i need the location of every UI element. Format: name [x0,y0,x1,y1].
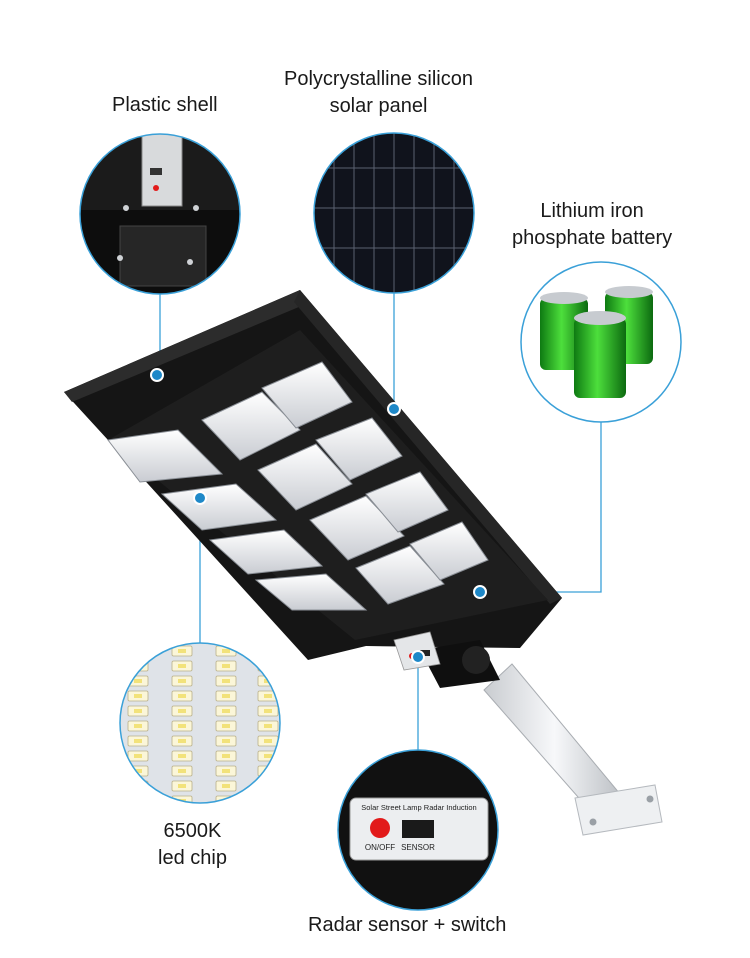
led-chip-phosphor [222,709,230,713]
led-chip-phosphor [264,754,272,758]
led-chip-phosphor [264,709,272,713]
led-chip-phosphor [178,664,186,668]
sensor-label: SENSOR [401,843,435,852]
led-chip-phosphor [264,739,272,743]
led-chip [257,780,279,792]
battery-label: Lithium iron phosphate battery [512,200,673,249]
led-chip-phosphor [222,739,230,743]
led-chip-phosphor [264,694,272,698]
lamp-led-modules [107,361,489,611]
battery-cell-icon [574,311,626,398]
led-chip-phosphor [134,799,142,803]
led-chip-phosphor [178,724,186,728]
on-off-label: ON/OFF [365,843,395,852]
radar-sensor-label: Radar sensor + switch [308,914,507,936]
mounting-pole [483,663,663,836]
radar-sensor-detail: Solar Street Lamp Radar Induction ON/OFF… [337,749,499,911]
led-chip-phosphor [134,694,142,698]
led-chip-phosphor [222,769,230,773]
led-chip-detail [119,642,281,804]
callout-dots [150,368,487,664]
led-chip-phosphor [222,664,230,668]
plastic-shell-detail [79,133,241,295]
led-chip-phosphor [264,799,272,803]
led-chip-phosphor [222,754,230,758]
led-chip-phosphor [178,709,186,713]
sensor-panel-title: Solar Street Lamp Radar Induction [361,803,476,812]
led-chip [127,780,149,792]
led-chip [127,660,149,672]
led-chip-phosphor [178,769,186,773]
plastic-shell-label: Plastic shell [112,94,218,116]
led-chip [257,645,279,657]
led-chip-phosphor [178,649,186,653]
led-chip-phosphor [134,664,142,668]
led-chip [127,645,149,657]
led-chip-phosphor [222,694,230,698]
battery-detail [520,261,682,423]
solar-panel-detail [313,132,475,294]
led-chip [257,795,279,803]
led-chip-phosphor [134,679,142,683]
led-chip-phosphor [178,739,186,743]
led-chip-phosphor [134,709,142,713]
led-chip-phosphor [134,649,142,653]
led-chip-phosphor [178,754,186,758]
led-chip-phosphor [134,724,142,728]
on-off-switch [370,818,390,838]
led-chip [127,795,149,803]
led-chip-phosphor [134,754,142,758]
led-chip-phosphor [264,664,272,668]
led-chip-phosphor [264,649,272,653]
led-chip-phosphor [264,784,272,788]
radar-sensor-window [402,820,434,838]
led-chip-phosphor [264,724,272,728]
led-chip-phosphor [178,679,186,683]
led-chip-phosphor [178,694,186,698]
led-chip-phosphor [134,769,142,773]
solar-panel-label: Polycrystalline silicon solar panel [284,68,473,117]
led-chip-phosphor [134,739,142,743]
led-chip-label: 6500K led chip [158,820,227,869]
led-chip-phosphor [222,784,230,788]
led-chip [257,660,279,672]
led-chip-phosphor [134,784,142,788]
led-chip-phosphor [222,679,230,683]
led-chip-phosphor [222,649,230,653]
led-chip-phosphor [178,784,186,788]
led-chip-phosphor [222,724,230,728]
